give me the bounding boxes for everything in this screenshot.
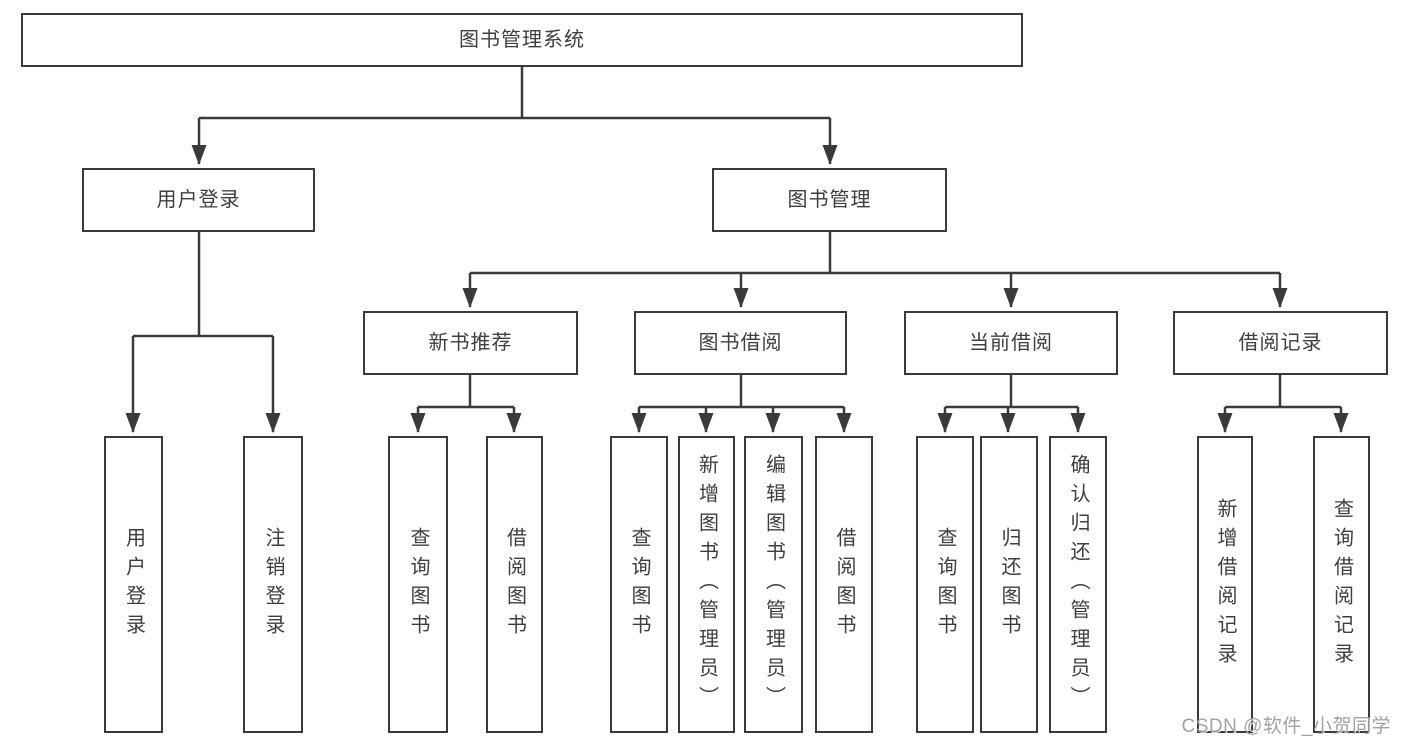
leaf-query-borrow-record-label: 查询借阅记录 [1330, 497, 1353, 672]
connector-new-book-branch [410, 375, 522, 434]
node-current-borrow: 当前借阅 [904, 311, 1118, 375]
leaf-add-borrow-record: 新增借阅记录 [1197, 436, 1253, 733]
connector-user-login-branch [125, 232, 281, 434]
leaf-recommend-borrow-book: 借阅图书 [486, 436, 543, 733]
leaf-current-query-book-label: 查询图书 [934, 526, 956, 643]
node-system-root-label: 图书管理系统 [459, 29, 585, 51]
leaf-confirm-return-admin-label: 确认归还（管理员） [1067, 454, 1089, 715]
leaf-add-borrow-record-label: 新增借阅记录 [1214, 497, 1236, 672]
connector-root-to-level2 [191, 67, 838, 166]
leaf-edit-book-admin-label: 编辑图书（管理员） [762, 454, 785, 715]
connector-book-borrow-branch [631, 375, 852, 434]
leaf-borrow-book-label: 借阅图书 [833, 526, 855, 643]
node-borrow-record-label: 借阅记录 [1238, 332, 1323, 354]
leaf-return-book: 归还图书 [980, 436, 1038, 733]
leaf-current-query-book: 查询图书 [916, 436, 974, 733]
node-system-root: 图书管理系统 [21, 13, 1023, 67]
node-book-management: 图书管理 [712, 168, 947, 232]
leaf-recommend-query-book: 查询图书 [388, 436, 448, 733]
leaf-edit-book-admin: 编辑图书（管理员） [744, 436, 803, 733]
leaf-add-book-admin: 新增图书（管理员） [678, 436, 735, 733]
leaf-user-login-label: 用户登录 [122, 526, 145, 643]
node-new-book-recommend: 新书推荐 [363, 311, 578, 375]
connector-current-borrow-branch [937, 375, 1086, 434]
csdn-watermark: CSDN @软件_小贺同学 [1181, 716, 1391, 737]
leaf-query-borrow-record: 查询借阅记录 [1313, 436, 1370, 733]
node-borrow-record: 借阅记录 [1173, 311, 1388, 375]
leaf-logout-label: 注销登录 [262, 526, 284, 643]
node-book-management-label: 图书管理 [787, 189, 872, 211]
leaf-recommend-query-book-label: 查询图书 [407, 526, 429, 643]
leaf-borrow-query-book-label: 查询图书 [628, 526, 650, 643]
node-book-borrow: 图书借阅 [634, 311, 847, 375]
leaf-add-book-admin-label: 新增图书（管理员） [695, 454, 718, 715]
node-user-login-label: 用户登录 [156, 189, 241, 211]
leaf-return-book-label: 归还图书 [998, 526, 1020, 643]
connector-book-management-branch [462, 232, 1288, 309]
leaf-borrow-query-book: 查询图书 [610, 436, 668, 733]
node-new-book-recommend-label: 新书推荐 [428, 332, 513, 354]
node-user-login: 用户登录 [82, 168, 315, 232]
leaf-borrow-book: 借阅图书 [815, 436, 873, 733]
leaf-user-login: 用户登录 [104, 436, 163, 733]
node-current-borrow-label: 当前借阅 [969, 332, 1053, 354]
leaf-recommend-borrow-book-label: 借阅图书 [503, 526, 526, 643]
connector-borrow-record-branch [1217, 375, 1349, 434]
node-book-borrow-label: 图书借阅 [698, 332, 783, 354]
leaf-confirm-return-admin: 确认归还（管理员） [1049, 436, 1107, 733]
leaf-logout: 注销登录 [243, 436, 303, 733]
